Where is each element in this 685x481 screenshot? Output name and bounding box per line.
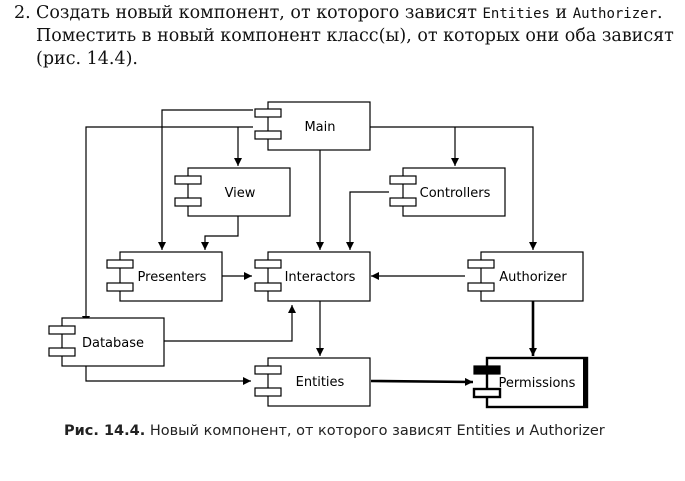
component-label-interactors: Interactors xyxy=(285,270,356,285)
paragraph-line-3: (рис. 14.4). xyxy=(36,49,138,69)
caption-number: Рис. 14.4. xyxy=(64,423,146,439)
arrow-database-interactors xyxy=(164,305,296,342)
component-tab-lower xyxy=(467,282,495,292)
permissions-arrows xyxy=(370,301,537,386)
component-authorizer: Authorizer xyxy=(467,251,584,302)
component-tab-upper xyxy=(473,365,501,375)
component-tab-upper xyxy=(254,259,282,269)
component-tab-upper xyxy=(48,325,76,335)
component-tab-lower xyxy=(174,197,202,207)
component-label-view: View xyxy=(225,186,256,201)
component-view: View xyxy=(174,167,291,217)
arrow-entities-permissions xyxy=(370,377,474,386)
component-tab-lower xyxy=(254,282,282,292)
caption-text: Новый компонент, от которого зависят Ent… xyxy=(145,423,605,439)
line1-text: Создать новый компонент, от которого зав… xyxy=(36,3,483,23)
component-tab-lower xyxy=(389,197,417,207)
arrow-controllers-interactors xyxy=(346,191,389,250)
arrow-view-presenters xyxy=(201,216,239,250)
component-tab-lower xyxy=(48,347,76,357)
component-label-permissions: Permissions xyxy=(499,376,576,391)
component-controllers: Controllers xyxy=(389,167,506,217)
list-number: 2. xyxy=(14,3,31,23)
component-tab-upper xyxy=(467,259,495,269)
component-tab-upper xyxy=(254,365,282,375)
component-main: Main xyxy=(254,101,371,151)
paragraph-line-1: Создать новый компонент, от которого зав… xyxy=(36,2,663,26)
component-label-controllers: Controllers xyxy=(420,186,491,201)
component-presenters: Presenters xyxy=(106,251,223,302)
line1-end: . xyxy=(657,3,663,23)
component-tab-lower xyxy=(106,282,134,292)
code-entities: Entities xyxy=(482,6,550,22)
component-permissions: Permissions xyxy=(472,356,589,409)
component-tab-lower xyxy=(254,387,282,397)
figure-caption: Рис. 14.4. Новый компонент, от которого … xyxy=(64,423,664,439)
component-label-authorizer: Authorizer xyxy=(499,270,567,285)
component-tab-upper xyxy=(174,175,202,185)
arrow-main-authorizer xyxy=(370,126,537,250)
paragraph-line-2: Поместить в новый компонент класс(ы), от… xyxy=(36,26,674,46)
component-tab-upper xyxy=(254,108,282,118)
component-label-entities: Entities xyxy=(296,375,345,390)
component-label-main: Main xyxy=(304,120,335,135)
arrow-main-presenters xyxy=(158,109,253,250)
arrow-main-database xyxy=(82,126,253,324)
code-authorizer: Authorizer xyxy=(572,6,658,22)
component-tab-lower xyxy=(472,387,502,399)
component-label-database: Database xyxy=(82,336,144,351)
line1-mid: и xyxy=(549,3,573,23)
component-label-presenters: Presenters xyxy=(138,270,207,285)
component-interactors: Interactors xyxy=(254,251,371,302)
component-tab-upper xyxy=(389,175,417,185)
component-entities: Entities xyxy=(254,357,371,407)
component-tab-upper xyxy=(106,259,134,269)
component-tab-lower xyxy=(254,130,282,140)
component-shadow-edge xyxy=(583,358,587,407)
component-database: Database xyxy=(48,317,165,367)
